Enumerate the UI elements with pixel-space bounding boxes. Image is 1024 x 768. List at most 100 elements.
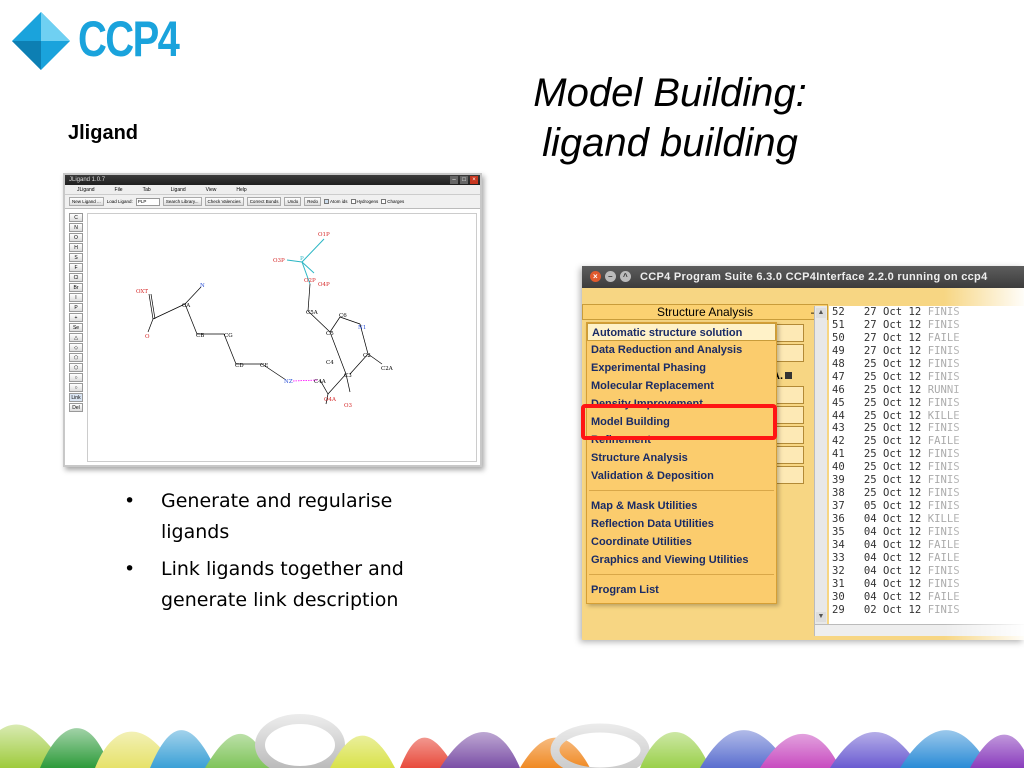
job-status: FINIS	[927, 357, 960, 370]
job-row[interactable]: 43 25 Oct 12 FINIS	[829, 422, 1024, 435]
job-row[interactable]: 48 25 Oct 12 FINIS	[829, 358, 1024, 371]
job-row[interactable]: 44 25 Oct 12 KILLE	[829, 410, 1024, 423]
close-icon[interactable]: ×	[590, 271, 601, 282]
job-row[interactable]: 47 25 Oct 12 FINIS	[829, 371, 1024, 384]
menu-item-data-reduction[interactable]: Data Reduction and Analysis	[591, 344, 743, 356]
charges-checkbox[interactable]: Charges	[381, 199, 404, 204]
job-row[interactable]: 32 04 Oct 12 FINIS	[829, 565, 1024, 578]
job-row[interactable]: 45 25 Oct 12 FINIS	[829, 397, 1024, 410]
maximize-icon[interactable]: □	[460, 176, 468, 184]
menu-item-reflection-data-utilities[interactable]: Reflection Data Utilities	[591, 518, 714, 530]
menu-item-molecular-replacement[interactable]: Molecular Replacement	[591, 380, 714, 392]
menu-item-program-list[interactable]: Program List	[591, 584, 659, 596]
element-button-n[interactable]: N	[69, 223, 83, 232]
job-date: 27 Oct 12	[863, 306, 922, 318]
menu-view[interactable]: View	[205, 187, 217, 193]
checkbox-icon	[381, 199, 387, 204]
delete-button[interactable]: Del	[69, 403, 83, 412]
job-row[interactable]: 30 04 Oct 12 FAILE	[829, 591, 1024, 604]
job-row[interactable]: 31 04 Oct 12 FINIS	[829, 578, 1024, 591]
ring-5-button[interactable]: ⬠	[69, 353, 83, 362]
element-button-f[interactable]: F	[69, 263, 83, 272]
minimize-icon[interactable]: –	[605, 271, 616, 282]
element-button-s[interactable]: S	[69, 253, 83, 262]
jligand-toolbar: New Ligand ... Load Ligand: PLP Search L…	[65, 195, 480, 209]
link-button[interactable]: Link	[69, 393, 83, 402]
job-row[interactable]: 51 27 Oct 12 FINIS	[829, 319, 1024, 332]
ring-7-button[interactable]: ○	[69, 373, 83, 382]
atom-ids-checkbox[interactable]: Atom ids	[323, 199, 348, 204]
ring-3-button[interactable]: △	[69, 333, 83, 342]
menu-item-experimental-phasing[interactable]: Experimental Phasing	[591, 362, 706, 374]
charge-plus-button[interactable]: +	[69, 313, 83, 322]
correct-bonds-button[interactable]: Correct Bonds	[246, 197, 282, 206]
element-button-cl[interactable]: Cl	[69, 273, 83, 282]
element-button-o[interactable]: O	[69, 233, 83, 242]
job-row[interactable]: 41 25 Oct 12 FINIS	[829, 448, 1024, 461]
close-icon[interactable]: ×	[470, 176, 478, 184]
menu-item-automatic-structure-solution[interactable]: Automatic structure solution	[587, 323, 776, 341]
job-row[interactable]: 29 02 Oct 12 FINIS	[829, 604, 1024, 617]
menu-ligand[interactable]: Ligand	[170, 187, 186, 193]
element-button-p[interactable]: P	[69, 303, 83, 312]
vertical-scrollbar[interactable]: ▲ ▼	[814, 306, 827, 636]
menu-item-validation-deposition[interactable]: Validation & Deposition	[591, 470, 714, 482]
check-valencies-button[interactable]: Check Valencies	[204, 197, 244, 206]
menu-item-coordinate-utilities[interactable]: Coordinate Utilities	[591, 536, 692, 548]
menu-separator	[589, 574, 774, 575]
job-id: 46	[832, 383, 845, 396]
job-row[interactable]: 35 04 Oct 12 FINIS	[829, 526, 1024, 539]
menu-file[interactable]: File	[114, 187, 123, 193]
job-row[interactable]: 39 25 Oct 12 FINIS	[829, 474, 1024, 487]
job-row[interactable]: 46 25 Oct 12 RUNNI	[829, 384, 1024, 397]
atom-c6: C6	[339, 313, 347, 319]
element-button-br[interactable]: Br	[69, 283, 83, 292]
load-ligand-input[interactable]: PLP	[135, 197, 160, 206]
undo-button[interactable]: Undo	[284, 197, 302, 206]
job-row[interactable]: 38 25 Oct 12 FINIS	[829, 487, 1024, 500]
ring-6-button[interactable]: ⬡	[69, 363, 83, 372]
element-button-se[interactable]: Se	[69, 323, 83, 332]
new-ligand-button[interactable]: New Ligand ...	[69, 197, 104, 206]
element-button-h[interactable]: H	[69, 243, 83, 252]
job-row[interactable]: 36 04 Oct 12 KILLE	[829, 513, 1024, 526]
job-row[interactable]: 37 05 Oct 12 FINIS	[829, 500, 1024, 513]
job-row[interactable]: 34 04 Oct 12 FAILE	[829, 539, 1024, 552]
menu-item-structure-analysis[interactable]: Structure Analysis	[591, 452, 688, 464]
hydrogens-checkbox[interactable]: Hydrogens	[350, 199, 378, 204]
job-row[interactable]: 33 04 Oct 12 FAILE	[829, 552, 1024, 565]
jligand-menubar: JLigand File Tab Ligand View Help	[65, 185, 480, 195]
job-row[interactable]: 52 27 Oct 12 FINIS	[829, 306, 1024, 319]
menu-jligand[interactable]: JLigand	[77, 187, 95, 193]
job-status: FINIS	[927, 318, 960, 331]
redo-button[interactable]: Redo	[304, 197, 321, 206]
job-row[interactable]: 40 25 Oct 12 FINIS	[829, 461, 1024, 474]
job-date: 25 Oct 12	[863, 422, 922, 435]
job-id: 38	[832, 487, 845, 500]
menu-item-graphics-viewing-utilities[interactable]: Graphics and Viewing Utilities	[591, 554, 749, 566]
job-row[interactable]: 42 25 Oct 12 FAILE	[829, 435, 1024, 448]
scroll-down-icon[interactable]: ▼	[816, 612, 826, 622]
atom-p: P	[300, 256, 304, 262]
menu-item-model-building[interactable]: Model Building	[591, 416, 670, 428]
title-line-2: ligand building	[542, 121, 798, 165]
job-row[interactable]: 49 27 Oct 12 FINIS	[829, 345, 1024, 358]
element-button-c[interactable]: C	[69, 213, 83, 222]
job-row[interactable]: 50 27 Oct 12 FAILE	[829, 332, 1024, 345]
maximize-icon[interactable]: ^	[620, 271, 631, 282]
job-date: 04 Oct 12	[863, 590, 922, 603]
minimize-icon[interactable]: –	[450, 176, 458, 184]
ligand-canvas[interactable]: O1P O3P O2P O4P OXT O O4A O3 N NZ N1 P C…	[87, 213, 477, 462]
menu-tab[interactable]: Tab	[142, 187, 151, 193]
search-library-button[interactable]: Search Library...	[162, 197, 202, 206]
menu-help[interactable]: Help	[236, 187, 247, 193]
ring-8-button[interactable]: ○	[69, 383, 83, 392]
element-button-i[interactable]: I	[69, 293, 83, 302]
ring-4-button[interactable]: ◇	[69, 343, 83, 352]
horizontal-scrollbar[interactable]	[815, 624, 1024, 636]
module-selector[interactable]: Structure Analysis —	[582, 304, 828, 320]
menu-item-map-mask-utilities[interactable]: Map & Mask Utilities	[591, 500, 698, 512]
model-building-highlight	[581, 404, 777, 440]
scroll-up-icon[interactable]: ▲	[816, 308, 826, 318]
